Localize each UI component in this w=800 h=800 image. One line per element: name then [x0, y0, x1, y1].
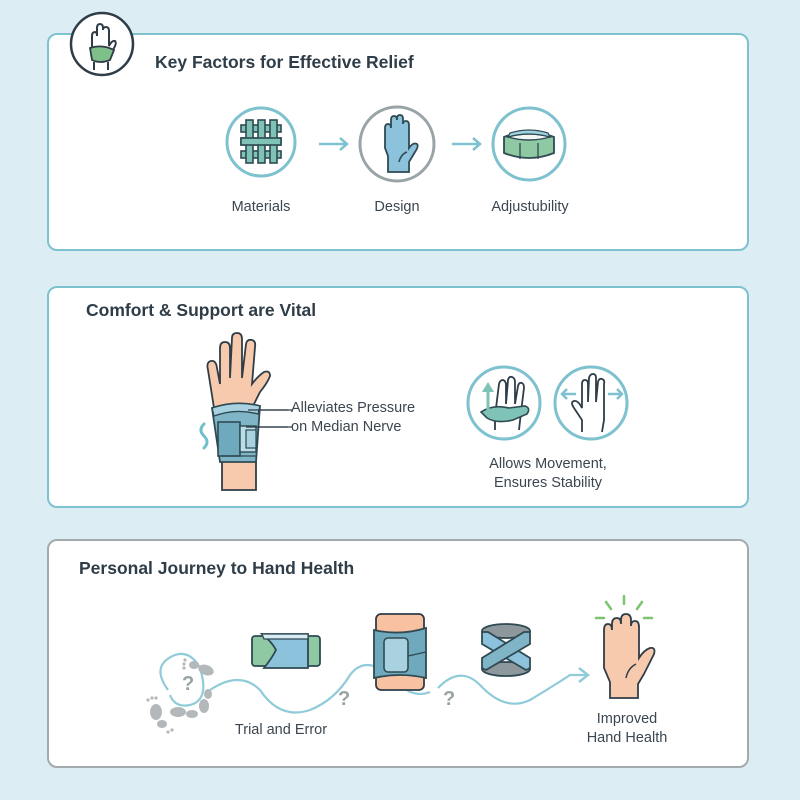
arrow-right-icon: [319, 137, 349, 151]
question-mark: ?: [443, 688, 456, 710]
comfort-support-panel: Comfort & Support are Vital: [47, 286, 749, 508]
callout-line2: on Median Nerve: [291, 419, 402, 435]
hand-with-green-brace-icon: [69, 11, 135, 77]
section-title: Comfort & Support are Vital: [86, 300, 317, 320]
arrow-right-icon: [452, 137, 482, 151]
section-title: Personal Journey to Hand Health: [79, 558, 355, 578]
flat-wrist-strap-icon: [251, 633, 321, 669]
green-strap-band-icon: [491, 106, 567, 182]
benefit-line1: Allows Movement,: [489, 456, 607, 472]
wrist-brace-on-hand-icon: [199, 332, 288, 491]
section-title: Key Factors for Effective Relief: [155, 52, 414, 72]
trial-and-error-label: Trial and Error: [234, 722, 328, 738]
hand-movement-up-arrow-icon: [466, 365, 542, 441]
factor-label-materials: Materials: [231, 199, 291, 215]
callout-line1: Alleviates Pressure: [291, 400, 416, 416]
hand-stability-sideways-arrows-icon: [553, 365, 629, 441]
callout-lines: [258, 409, 292, 428]
benefit-line2: Ensures Stability: [494, 475, 602, 491]
footprints-icon: ?: [146, 658, 214, 734]
crossed-wrap-band-icon: [481, 623, 531, 677]
question-mark: ?: [338, 688, 351, 710]
end-label-line1: Improved: [596, 711, 658, 727]
blue-hand-icon: [358, 105, 436, 183]
factor-label-adjustability: Adjustubility: [491, 199, 569, 215]
factor-label-design: Design: [374, 199, 420, 215]
key-factors-panel: Key Factors for Effective Relief: [47, 33, 749, 251]
sleeve-wrist-brace-icon: [373, 613, 427, 691]
healthy-hand-sparkle-icon: [594, 594, 656, 699]
woven-fabric-icon: [225, 106, 297, 178]
svg-text:?: ?: [182, 673, 194, 695]
end-label-line2: Hand Health: [586, 730, 668, 746]
